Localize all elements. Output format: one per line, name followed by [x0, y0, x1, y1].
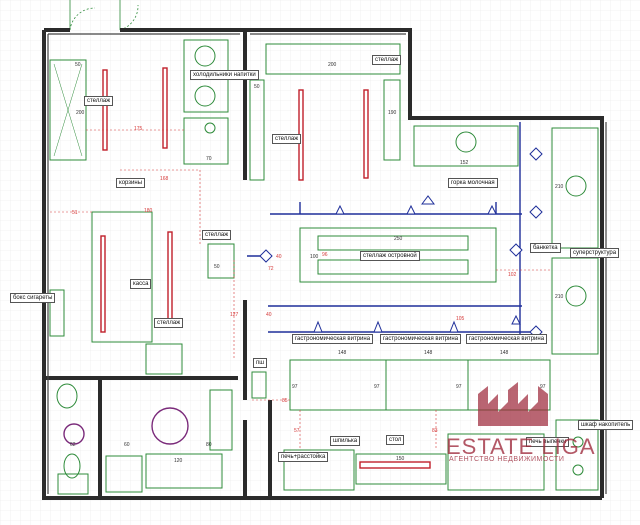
dim-200a: 200	[328, 62, 337, 68]
label-kassa: касса	[130, 279, 152, 289]
label-gorka: горка молочная	[448, 178, 498, 188]
dim-97c: 97	[456, 384, 462, 390]
label-korziny: корзины	[116, 178, 146, 188]
label-stellazh-left: стеллаж	[84, 96, 114, 106]
label-pech: печь+расстойка	[278, 452, 329, 462]
dim-60: 60	[124, 442, 130, 448]
lighting-fixtures	[259, 147, 543, 339]
dim-127: 127	[230, 312, 239, 318]
dim-40b: 40	[266, 312, 272, 318]
dim-100: 100	[310, 254, 319, 260]
dim-168: 168	[160, 176, 169, 182]
walls	[42, 28, 604, 500]
entrance-door	[69, 0, 139, 31]
dim-40: 40	[276, 254, 282, 260]
dim-148b: 148	[424, 350, 433, 356]
dim-148c: 148	[500, 350, 509, 356]
dim-80: 80	[206, 442, 212, 448]
dim-97d: 97	[540, 384, 546, 390]
label-stol: стол	[386, 435, 405, 445]
label-ostrovnoy: стеллаж островной	[360, 251, 420, 261]
dim-120: 120	[174, 458, 183, 464]
dim-72: 72	[268, 266, 274, 272]
label-superstruktura: суперструктура	[570, 248, 620, 258]
dim-51: 51	[72, 210, 78, 216]
dimension-lines	[50, 129, 552, 450]
dim-200b: 200	[76, 110, 85, 116]
label-stellazh-top: стеллаж	[372, 55, 402, 65]
label-stellazh-mid: стеллаж	[202, 230, 232, 240]
watermark-name: ESTATE LIGA	[446, 434, 596, 459]
dim-175: 175	[134, 126, 143, 132]
inner-wall-thin	[47, 33, 607, 494]
label-vitrina-2: гастрономическая витрина	[380, 334, 462, 344]
dim-62: 62	[70, 442, 76, 448]
label-stellazh-lower: стеллаж	[154, 318, 184, 328]
dim-180: 180	[144, 208, 153, 214]
label-psh: пш	[253, 358, 268, 368]
dim-152: 152	[460, 160, 469, 166]
dim-57: 57	[294, 428, 300, 434]
rack-group-left	[100, 67, 173, 333]
dim-250: 250	[394, 236, 403, 242]
dim-210a: 210	[555, 184, 564, 190]
dim-83: 83	[432, 428, 438, 434]
watermark-tagline: АГЕНТСТВО НЕДВИЖИМОСТИ	[449, 456, 565, 463]
dim-102: 102	[508, 272, 517, 278]
estate-liga-logo	[478, 382, 548, 426]
dim-105: 105	[456, 316, 465, 322]
dim-210b: 210	[555, 294, 564, 300]
label-boks: бокс сигареты	[10, 293, 56, 303]
label-stellazh-center: стеллаж	[272, 134, 302, 144]
label-banketka: банкетка	[530, 243, 561, 253]
dim-50b: 50	[254, 84, 260, 90]
label-vitrina-1: гастрономическая витрина	[292, 334, 374, 344]
dim-50c: 50	[214, 264, 220, 270]
kitchen-counter-bar	[359, 461, 431, 469]
label-shpilka: шпилька	[330, 436, 361, 446]
round-tables	[63, 407, 189, 445]
equipment	[49, 39, 599, 495]
dim-150: 150	[396, 456, 405, 462]
dim-190: 190	[388, 110, 397, 116]
dim-97b: 97	[374, 384, 380, 390]
dim-85: 85	[282, 398, 288, 404]
dim-96: 96	[322, 252, 328, 258]
dim-50a: 50	[75, 62, 81, 68]
label-pech-vypechki: печь выпечки	[526, 437, 570, 447]
dim-70: 70	[206, 156, 212, 162]
label-shkaf: шкаф накопитель	[578, 420, 634, 430]
label-vitrina-3: гастрономическая витрина	[466, 334, 548, 344]
dim-148a: 148	[338, 350, 347, 356]
label-holodilniki: холодильники напитки	[190, 70, 259, 80]
dim-97a: 97	[292, 384, 298, 390]
